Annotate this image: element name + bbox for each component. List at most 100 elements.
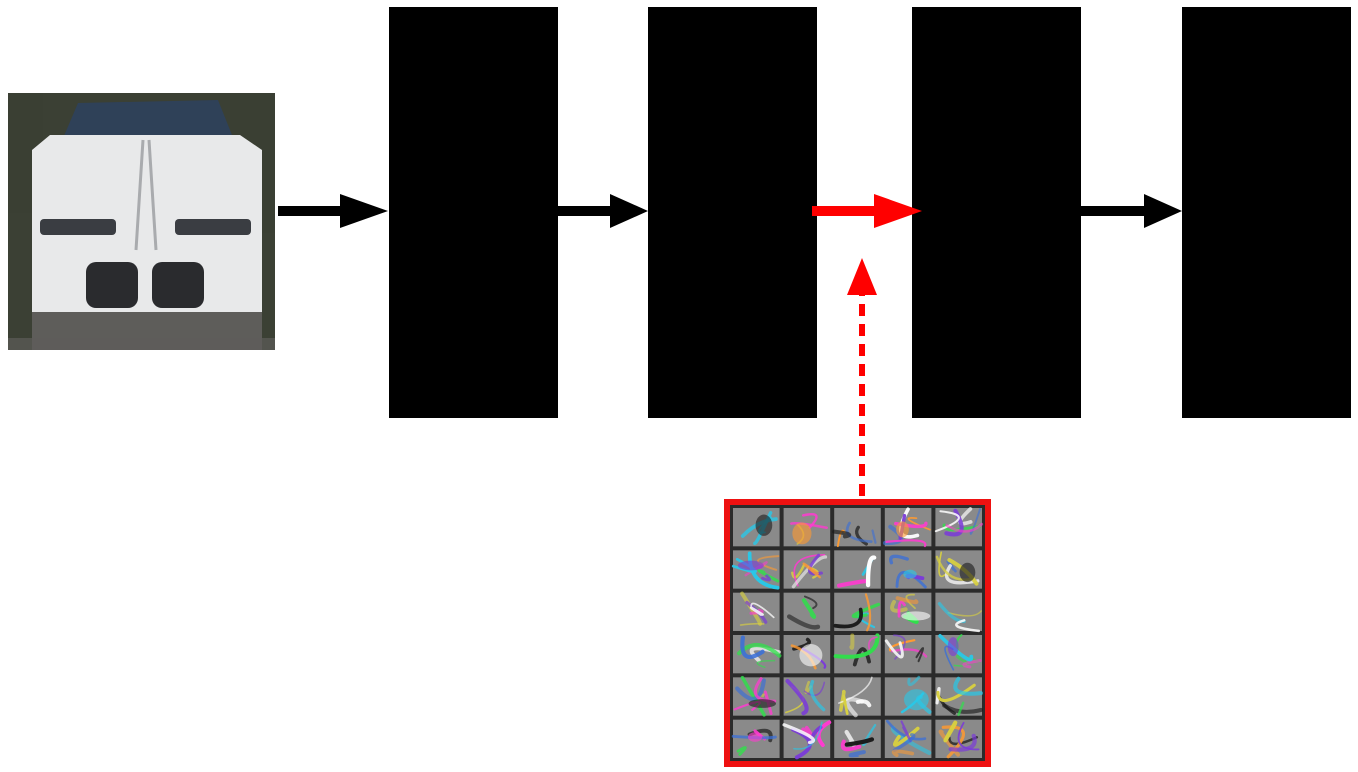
filter-cell bbox=[731, 550, 780, 590]
car-road bbox=[8, 338, 275, 350]
filter-texture-stroke bbox=[944, 564, 980, 585]
filter-texture-blob bbox=[737, 560, 764, 571]
filter-texture-stroke bbox=[782, 723, 816, 745]
filter-cell bbox=[935, 719, 982, 759]
filter-texture-stroke bbox=[938, 634, 974, 662]
car-grille-right bbox=[152, 262, 204, 308]
filter-texture-stroke bbox=[905, 593, 916, 610]
arrow-layer-3-to-layer-4 bbox=[1081, 194, 1182, 228]
filter-texture-stroke bbox=[793, 721, 823, 750]
layer-block-1 bbox=[389, 7, 558, 418]
filter-cell bbox=[733, 591, 780, 631]
filter-texture-blob bbox=[959, 562, 976, 583]
filter-texture-blob bbox=[748, 699, 777, 708]
car-grille-left bbox=[86, 262, 138, 308]
arrow-head bbox=[340, 194, 388, 228]
filter-cell bbox=[834, 676, 881, 718]
filter-texture-blob bbox=[755, 514, 773, 536]
filter-texture-stroke bbox=[763, 690, 773, 716]
filter-cell bbox=[884, 550, 932, 589]
filter-cell bbox=[935, 550, 982, 589]
filter-texture-stroke bbox=[892, 733, 916, 752]
filter-grid-cells bbox=[731, 507, 984, 760]
filter-texture-stroke bbox=[890, 599, 908, 613]
filter-texture-stroke bbox=[938, 551, 946, 578]
layer-block-2 bbox=[648, 7, 817, 418]
filter-texture-stroke bbox=[957, 701, 965, 717]
filter-texture-blob bbox=[901, 611, 931, 621]
filter-texture-stroke bbox=[852, 647, 871, 667]
filter-texture-stroke bbox=[948, 733, 977, 752]
filter-texture-stroke bbox=[890, 648, 928, 658]
filter-texture-stroke bbox=[739, 622, 765, 626]
filter-texture-stroke bbox=[889, 554, 909, 565]
filter-cell bbox=[884, 719, 932, 758]
filter-texture-stroke bbox=[907, 675, 921, 687]
filter-texture-stroke bbox=[953, 676, 983, 696]
arrow-head bbox=[874, 194, 922, 228]
arrow-head bbox=[1144, 194, 1182, 228]
filter-cell bbox=[783, 592, 831, 631]
filter-cell bbox=[833, 633, 881, 674]
filter-cell-background bbox=[935, 592, 982, 631]
arrow-layer-2-to-layer-3 bbox=[812, 194, 922, 228]
dashed-arrow-head bbox=[847, 258, 877, 295]
filter-texture-stroke bbox=[962, 658, 982, 669]
dashed-injection-arrow bbox=[847, 258, 877, 496]
filter-texture-stroke bbox=[785, 678, 809, 716]
filter-texture-blob bbox=[903, 689, 929, 711]
filter-texture-stroke bbox=[915, 647, 925, 663]
filter-cell bbox=[834, 550, 881, 589]
filter-cell bbox=[783, 677, 831, 716]
filter-texture-stroke bbox=[907, 517, 931, 531]
filter-cell bbox=[731, 719, 780, 758]
filter-texture-stroke bbox=[886, 719, 927, 741]
filter-texture-stroke bbox=[756, 659, 776, 668]
filter-texture-stroke bbox=[740, 675, 766, 717]
filter-texture-stroke bbox=[945, 522, 984, 533]
filter-cell bbox=[834, 719, 881, 758]
filter-grid bbox=[724, 499, 991, 767]
filter-cell bbox=[884, 675, 932, 716]
input-car-image bbox=[8, 93, 275, 350]
filter-texture-stroke bbox=[865, 555, 877, 588]
filter-texture-stroke bbox=[845, 697, 865, 718]
filter-texture-blob bbox=[903, 569, 917, 579]
filter-texture-stroke bbox=[803, 681, 826, 697]
filter-texture-blob bbox=[799, 644, 823, 667]
filter-texture-stroke bbox=[756, 555, 780, 571]
filter-texture-stroke bbox=[957, 721, 980, 751]
filter-texture-stroke bbox=[803, 595, 818, 610]
filter-texture-stroke bbox=[761, 574, 772, 582]
layer-block-4 bbox=[1182, 7, 1351, 418]
filter-cell bbox=[833, 592, 881, 632]
arrow-input-to-layer-1 bbox=[278, 194, 388, 228]
filter-texture-stroke bbox=[750, 602, 775, 619]
filter-texture-stroke bbox=[888, 639, 916, 652]
filter-texture-stroke bbox=[735, 678, 766, 701]
filter-cell bbox=[783, 550, 831, 589]
filter-grid-border bbox=[724, 499, 991, 767]
filter-texture-blob bbox=[947, 637, 959, 657]
filter-cell bbox=[782, 719, 832, 760]
filter-cell bbox=[783, 635, 831, 674]
car-headlight-left bbox=[40, 219, 116, 235]
filter-texture-blob bbox=[747, 732, 763, 742]
filter-texture-stroke bbox=[842, 694, 849, 715]
car-hood-crease bbox=[134, 139, 158, 251]
filter-texture-stroke bbox=[868, 636, 878, 650]
filter-texture-stroke bbox=[848, 750, 866, 758]
filter-texture-stroke bbox=[891, 749, 915, 758]
filter-texture-stroke bbox=[943, 720, 958, 743]
filter-texture-stroke bbox=[749, 608, 764, 615]
filter-texture-stroke bbox=[832, 529, 852, 539]
filter-texture-stroke bbox=[897, 600, 906, 618]
filter-cell bbox=[935, 634, 982, 674]
filter-texture-blob bbox=[896, 521, 909, 538]
filter-texture-stroke bbox=[893, 726, 920, 747]
filter-texture-blob bbox=[792, 522, 812, 545]
filter-texture-stroke bbox=[947, 610, 982, 617]
filter-cell bbox=[884, 592, 932, 631]
filter-texture-stroke bbox=[855, 525, 868, 546]
filter-texture-stroke bbox=[955, 654, 981, 664]
